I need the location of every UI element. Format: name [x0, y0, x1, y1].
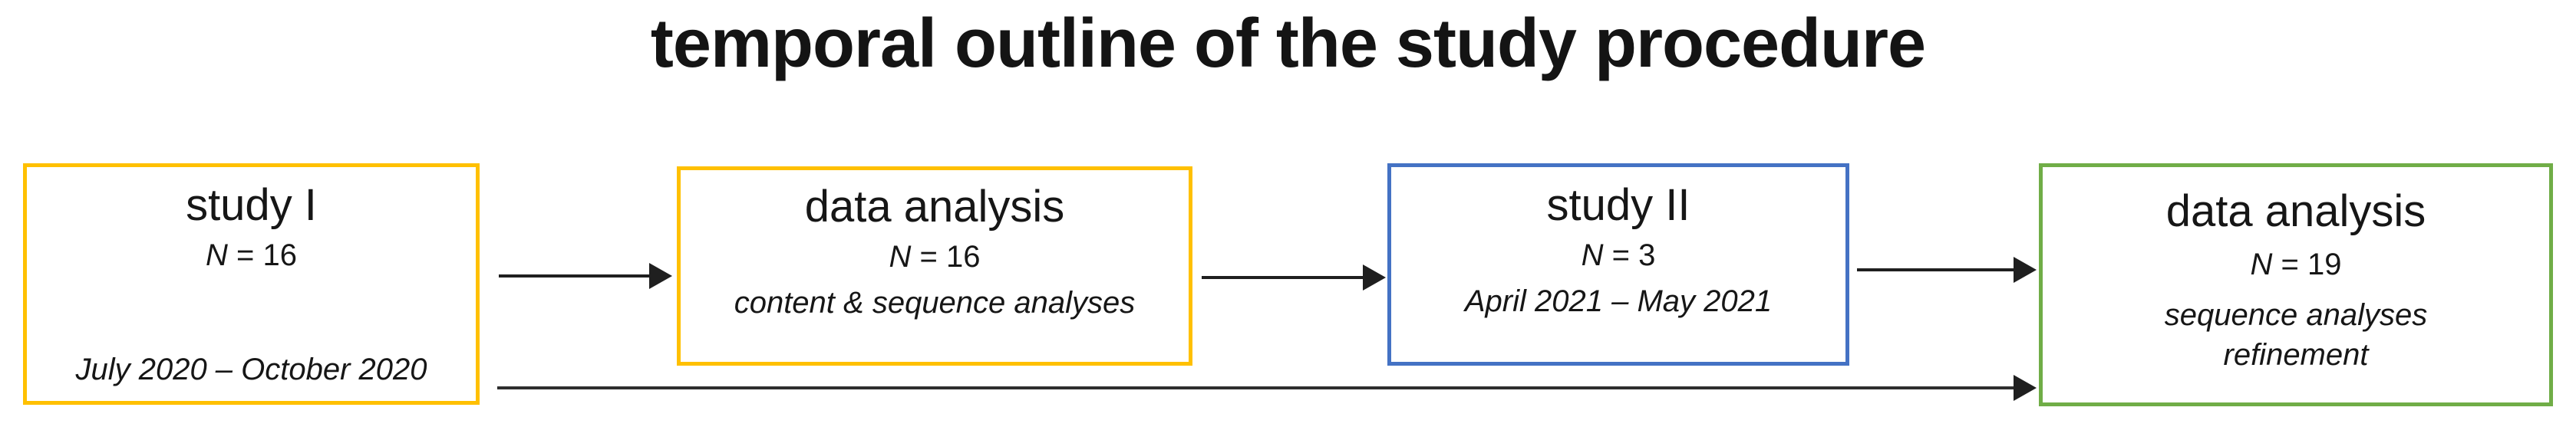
arrow-shaft — [497, 386, 2018, 389]
n-symbol: N — [206, 238, 228, 272]
box-data-analysis-2: data analysis N = 19 sequence analyses r… — [2039, 163, 2553, 406]
arrow-head-icon — [1363, 264, 1386, 291]
n-symbol: N — [1581, 238, 1604, 272]
arrow-shaft — [1857, 268, 2018, 271]
box-study-2: study II N = 3 April 2021 – May 2021 — [1387, 163, 1849, 366]
arrow-shaft — [1202, 276, 1367, 279]
box-study-1-sample-size: N = 16 — [206, 238, 297, 273]
box-study-2-heading: study II — [1546, 180, 1690, 230]
box-data-analysis-2-method: sequence analyses — [2164, 297, 2428, 332]
box-data-analysis-1-sample-size: N = 16 — [889, 240, 981, 274]
n-symbol: N — [889, 239, 912, 274]
box-data-analysis-1: data analysis N = 16 content & sequence … — [677, 166, 1192, 366]
arrow-head-icon — [2014, 257, 2037, 283]
box-data-analysis-1-heading: data analysis — [804, 182, 1065, 232]
n-value: = 3 — [1603, 238, 1656, 272]
box-data-analysis-1-method: content & sequence analyses — [734, 285, 1136, 320]
box-study-1-date-range: July 2020 – October 2020 — [75, 353, 427, 386]
box-study-2-sample-size: N = 3 — [1582, 238, 1656, 273]
box-data-analysis-2-heading: data analysis — [2165, 186, 2426, 236]
box-study-2-date-range: April 2021 – May 2021 — [1464, 284, 1773, 318]
arrow-shaft — [499, 274, 654, 278]
box-data-analysis-2-sample-size: N = 19 — [2251, 248, 2342, 282]
arrow-head-icon — [649, 263, 672, 289]
n-symbol: N — [2250, 247, 2273, 281]
arrow-head-icon — [2014, 375, 2037, 401]
diagram-title: temporal outline of the study procedure — [650, 5, 1926, 82]
n-value: = 16 — [227, 238, 297, 272]
n-value: = 16 — [911, 239, 981, 274]
n-value: = 19 — [2272, 247, 2342, 281]
box-study-1-heading: study I — [186, 180, 317, 230]
box-data-analysis-2-method-line2: refinement — [2223, 337, 2369, 372]
box-study-1: study I N = 16 July 2020 – October 2020 — [23, 163, 480, 405]
